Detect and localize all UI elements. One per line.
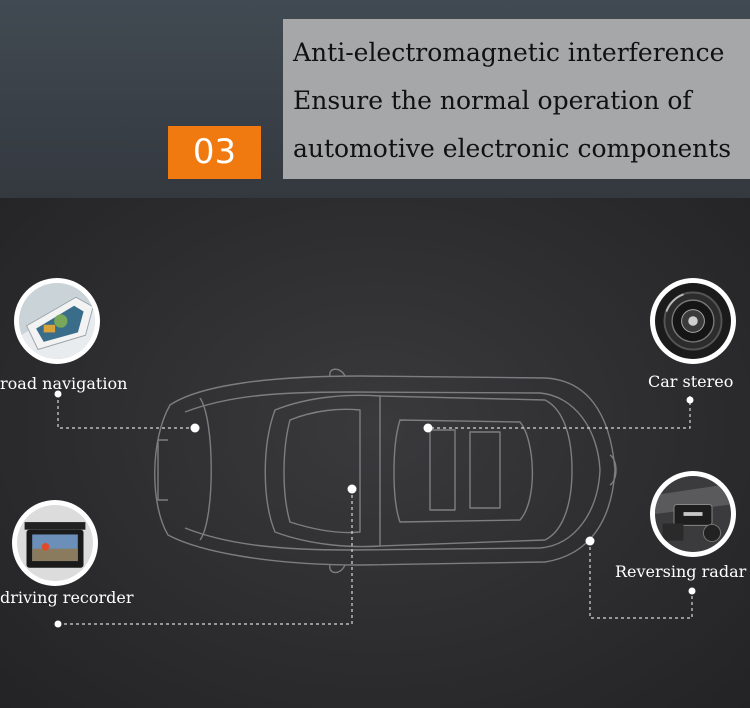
- description-line-2: Ensure the normal operation of: [293, 86, 692, 115]
- reversing-radar-thumbnail: [650, 471, 736, 557]
- car-stereo-thumbnail: [650, 278, 736, 364]
- car-diagram-area: [0, 198, 750, 708]
- road-navigation-thumbnail: [14, 278, 100, 364]
- dashcam-icon: [17, 505, 93, 581]
- reversing-radar-label: Reversing radar: [615, 562, 747, 581]
- speaker-icon: [655, 283, 731, 359]
- car-stereo-label: Car stereo: [648, 372, 734, 391]
- description-line-1: Anti-electromagnetic interference: [293, 38, 725, 67]
- gps-navigator-icon: [19, 283, 95, 359]
- road-navigation-label: road navigation: [0, 374, 128, 393]
- engine-bay-icon: [655, 476, 731, 552]
- feature-description-box: Anti-electromagnetic interference Ensure…: [283, 19, 750, 179]
- section-number-badge: 03: [168, 126, 261, 179]
- driving-recorder-thumbnail: [12, 500, 98, 586]
- description-line-3: automotive electronic components: [293, 134, 732, 163]
- driving-recorder-label: driving recorder: [0, 588, 134, 607]
